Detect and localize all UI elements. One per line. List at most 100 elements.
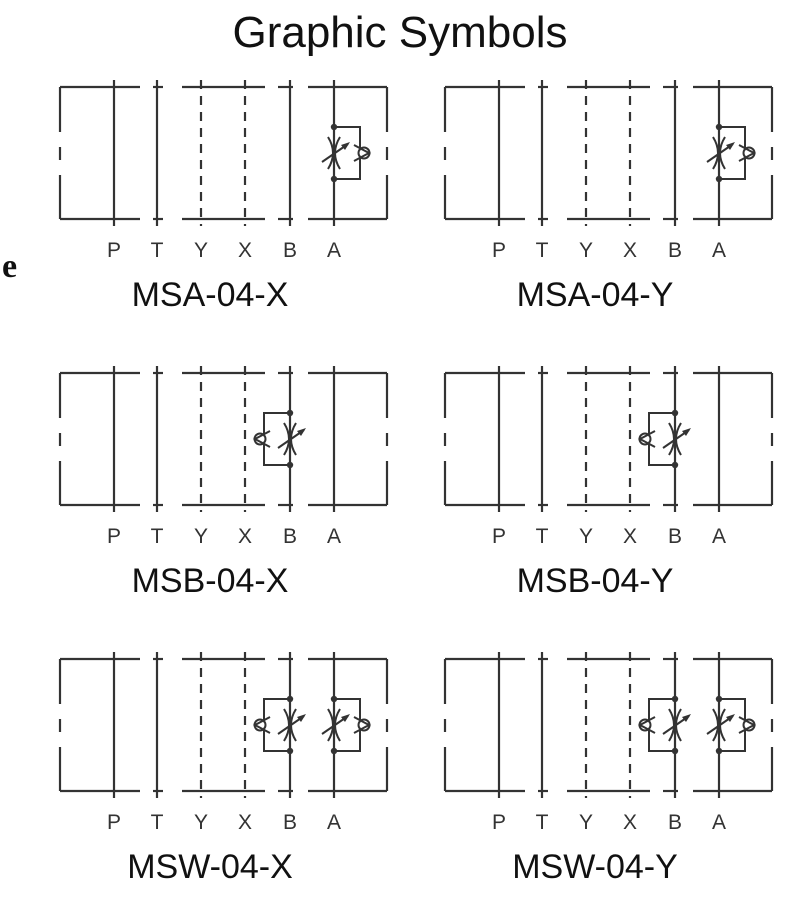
junction-dot <box>330 175 338 183</box>
junction-dot <box>715 747 723 755</box>
port-label-b: B <box>283 525 297 548</box>
port-label-t: T <box>536 811 549 834</box>
junction-dot <box>671 409 679 417</box>
check-valve-seat <box>637 430 656 448</box>
symbol-name: MSW-04-Y <box>512 848 678 886</box>
check-valve-seat <box>738 144 757 162</box>
port-label-y: Y <box>579 525 593 548</box>
symbol-name: MSW-04-X <box>127 848 293 886</box>
bypass-line <box>719 698 746 752</box>
throttle-arc <box>668 422 675 456</box>
junction-dot <box>286 695 294 703</box>
arrow-head <box>297 428 306 436</box>
port-label-a: A <box>327 811 341 834</box>
symbol-name: MSB-04-X <box>132 562 289 600</box>
symbol-msw-04-x: P T Y X B A MSW-04-X <box>58 652 389 886</box>
port-label-y: Y <box>194 811 208 834</box>
throttle-arc <box>327 136 334 170</box>
port-label-a: A <box>712 525 726 548</box>
port-label-x: X <box>623 525 637 548</box>
junction-dot <box>671 747 679 755</box>
page-title: Graphic Symbols <box>232 8 568 57</box>
check-valve-seat <box>252 430 271 448</box>
port-label-a: A <box>327 525 341 548</box>
bypass-line <box>263 698 290 752</box>
port-label-a: A <box>712 239 726 262</box>
port-label-p: P <box>107 811 121 834</box>
symbol-name: MSA-04-Y <box>517 276 674 314</box>
bypass-line <box>334 698 361 752</box>
port-label-b: B <box>283 811 297 834</box>
arrow-head <box>682 714 691 722</box>
arrow-head <box>297 714 306 722</box>
junction-dot <box>671 695 679 703</box>
symbol-msb-04-x: P T Y X B A MSB-04-X <box>58 366 389 600</box>
port-label-x: X <box>623 811 637 834</box>
flow-control-valve <box>252 409 306 469</box>
port-label-p: P <box>107 525 121 548</box>
port-label-t: T <box>151 811 164 834</box>
flow-control-valve <box>252 695 306 755</box>
arrow-head <box>341 714 350 722</box>
flow-control-valve <box>637 695 691 755</box>
flow-control-valve <box>706 695 757 755</box>
throttle-arc <box>712 136 719 170</box>
port-label-y: Y <box>194 239 208 262</box>
junction-dot <box>715 175 723 183</box>
junction-dot <box>286 747 294 755</box>
bypass-line <box>648 698 675 752</box>
port-label-y: Y <box>194 525 208 548</box>
flow-control-valve <box>637 409 691 469</box>
port-label-b: B <box>283 239 297 262</box>
flow-control-valve <box>321 123 372 183</box>
port-label-b: B <box>668 811 682 834</box>
check-valve-seat <box>353 716 372 734</box>
port-label-t: T <box>151 525 164 548</box>
port-label-x: X <box>238 525 252 548</box>
symbol-name: MSA-04-X <box>132 276 289 314</box>
bypass-line <box>719 126 746 180</box>
junction-dot <box>286 409 294 417</box>
bypass-line <box>263 412 290 466</box>
port-label-x: X <box>238 811 252 834</box>
junction-dot <box>330 695 338 703</box>
symbol-msw-04-y: P T Y X B A MSW-04-Y <box>443 652 774 886</box>
throttle-arc <box>668 708 675 742</box>
port-label-b: B <box>668 239 682 262</box>
arrow-head <box>726 714 735 722</box>
arrow-head <box>682 428 691 436</box>
junction-dot <box>715 695 723 703</box>
port-label-x: X <box>238 239 252 262</box>
port-label-t: T <box>536 525 549 548</box>
port-label-t: T <box>536 239 549 262</box>
junction-dot <box>330 747 338 755</box>
arrow-head <box>341 142 350 150</box>
port-label-y: Y <box>579 811 593 834</box>
junction-dot <box>715 123 723 131</box>
arrow-head <box>726 142 735 150</box>
flow-control-valve <box>706 123 757 183</box>
port-label-a: A <box>712 811 726 834</box>
port-label-t: T <box>151 239 164 262</box>
junction-dot <box>330 123 338 131</box>
throttle-arc <box>283 422 290 456</box>
port-label-a: A <box>327 239 341 262</box>
port-label-b: B <box>668 525 682 548</box>
bypass-line <box>648 412 675 466</box>
check-valve-seat <box>252 716 271 734</box>
port-label-p: P <box>492 525 506 548</box>
port-label-y: Y <box>579 239 593 262</box>
cropped-edge-text: e <box>2 248 18 285</box>
check-valve-seat <box>353 144 372 162</box>
junction-dot <box>671 461 679 469</box>
port-label-p: P <box>492 811 506 834</box>
flow-control-valve <box>321 695 372 755</box>
port-label-p: P <box>492 239 506 262</box>
throttle-arc <box>327 708 334 742</box>
throttle-arc <box>283 708 290 742</box>
throttle-arc <box>712 708 719 742</box>
